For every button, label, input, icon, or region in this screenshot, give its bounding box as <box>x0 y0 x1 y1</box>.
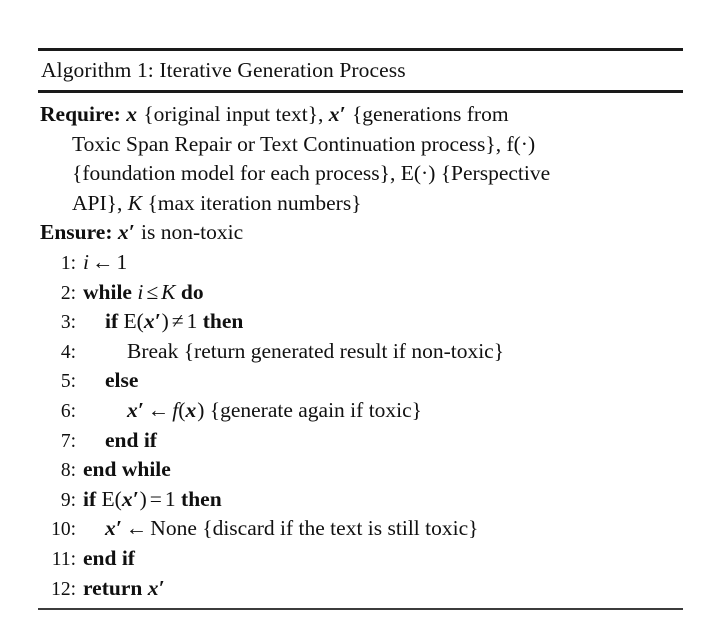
step-body: x′←None {discard if the text is still to… <box>83 514 683 544</box>
var-k: K <box>161 279 176 304</box>
step-number: 10: <box>51 519 76 541</box>
step-body: while i≤K do <box>83 278 683 308</box>
require-comment-maxiter: {max iteration numbers} <box>147 190 362 215</box>
assign-arrow: ← <box>91 249 114 274</box>
keyword-break: Break <box>127 338 179 363</box>
keyword-then: then <box>181 486 222 511</box>
require-line-3: {foundation model for each process}, E(·… <box>40 159 683 189</box>
algorithm-title: Algorithm 1: Iterative Generation Proces… <box>41 58 406 82</box>
var-x-prime: x′ <box>127 397 144 422</box>
var-x-prime: x′ <box>147 575 165 600</box>
step-number: 11: <box>51 548 76 570</box>
var-i: i <box>83 249 89 274</box>
keyword-return: return <box>83 575 143 600</box>
require-var-k: K <box>127 190 143 215</box>
step-number: 2: <box>60 282 76 304</box>
algorithm-figure: Algorithm 1: Iterative Generation Proces… <box>38 48 683 611</box>
algorithm-top-rule <box>38 48 683 51</box>
require-line-2: Toxic Span Repair or Text Continuation p… <box>40 130 683 160</box>
keyword-end-if: end if <box>105 427 157 452</box>
algorithm-title-rule <box>38 90 683 93</box>
algorithm-bottom-rule <box>38 608 683 611</box>
step-body: if E(x′)≠1 then <box>83 307 683 337</box>
step-number: 8: <box>60 460 76 482</box>
step-body: x′←f(x) {generate again if toxic} <box>83 396 683 426</box>
algorithm-body: Require: x {original input text}, x′ {ge… <box>38 93 683 608</box>
ensure-label: Ensure: <box>40 220 113 245</box>
literal-one: 1 <box>186 309 198 334</box>
comment-break: {return generated result if non-toxic} <box>183 338 505 363</box>
require-fn-e: E(·) <box>400 161 436 186</box>
comment-generate: {generate again if toxic} <box>209 397 422 422</box>
fn-e: E(x′) <box>101 486 147 511</box>
algorithm-step: 6: x′←f(x) {generate again if toxic} <box>38 396 683 426</box>
fn-e: E(x′) <box>123 309 169 334</box>
require-comment-generations: {generations from <box>351 102 509 126</box>
step-body: else <box>83 366 683 396</box>
op-leq: ≤ <box>146 279 159 304</box>
keyword-end-if: end if <box>83 545 135 570</box>
require-comment-toxic-span: Toxic Span Repair or Text Continuation p… <box>72 131 502 156</box>
ensure-text: is non-toxic <box>141 220 244 245</box>
keyword-if: if <box>105 309 119 334</box>
require-comment-api: API}, <box>72 190 123 215</box>
algorithm-step: 4: Break {return generated result if non… <box>38 337 683 367</box>
step-number: 9: <box>60 489 76 511</box>
literal-none: None <box>150 516 197 541</box>
keyword-if: if <box>83 486 97 511</box>
op-eq: = <box>149 486 162 511</box>
algorithm-step: 8: end while <box>38 455 683 485</box>
fn-f: f(x) <box>172 397 205 422</box>
algorithm-step: 3: if E(x′)≠1 then <box>38 307 683 337</box>
step-number: 4: <box>60 341 76 363</box>
literal-one: 1 <box>164 486 176 511</box>
algorithm-step: 10: x′←None {discard if the text is stil… <box>38 514 683 544</box>
require-comment-foundation: {foundation model for each process}, <box>72 161 396 186</box>
step-number: 12: <box>51 578 76 600</box>
require-var-x-prime: x′ <box>328 102 346 126</box>
step-body: i←1 <box>83 248 683 278</box>
algorithm-step: 5: else <box>38 366 683 396</box>
algorithm-step: 1: i←1 <box>38 248 683 278</box>
comment-discard: {discard if the text is still toxic} <box>202 516 479 541</box>
algorithm-step: 11: end if <box>38 544 683 574</box>
step-body: if E(x′)=1 then <box>83 485 683 515</box>
keyword-else: else <box>105 368 139 393</box>
keyword-then: then <box>202 309 244 334</box>
step-body: Break {return generated result if non-to… <box>83 337 683 367</box>
assign-arrow: ← <box>125 516 148 541</box>
op-neq: ≠ <box>171 309 184 334</box>
assign-arrow: ← <box>147 397 170 422</box>
step-number: 5: <box>60 371 76 393</box>
require-label: Require: <box>40 102 121 126</box>
step-number: 6: <box>60 400 76 422</box>
step-number: 7: <box>60 430 76 452</box>
keyword-do: do <box>180 279 204 304</box>
require-comment-original-input: {original input text}, <box>143 102 324 126</box>
step-body: return x′ <box>83 574 683 604</box>
step-body: end if <box>83 426 683 456</box>
step-body: end if <box>83 544 683 574</box>
algorithm-step: 9: if E(x′)=1 then <box>38 485 683 515</box>
keyword-end-while: end while <box>83 457 171 482</box>
step-body: end while <box>83 455 683 485</box>
require-var-x: x <box>126 102 137 126</box>
require-comment-perspective: {Perspective <box>440 161 551 186</box>
step-number: 1: <box>60 252 76 274</box>
algorithm-step: 7: end if <box>38 426 683 456</box>
literal-one: 1 <box>116 249 128 274</box>
require-line-4: API}, K {max iteration numbers} <box>40 189 683 219</box>
var-i: i <box>137 279 144 304</box>
keyword-while: while <box>83 279 132 304</box>
algorithm-step: 12: return x′ <box>38 574 683 604</box>
var-x-prime: x′ <box>105 516 122 541</box>
algorithm-step: 2: while i≤K do <box>38 278 683 308</box>
require-fn-f: f(·) <box>506 131 536 156</box>
ensure-block: Ensure: x′ is non-toxic <box>38 218 683 248</box>
require-block: Require: x {original input text}, x′ {ge… <box>38 100 683 218</box>
ensure-var-x-prime: x′ <box>117 220 135 245</box>
step-number: 3: <box>60 312 76 334</box>
